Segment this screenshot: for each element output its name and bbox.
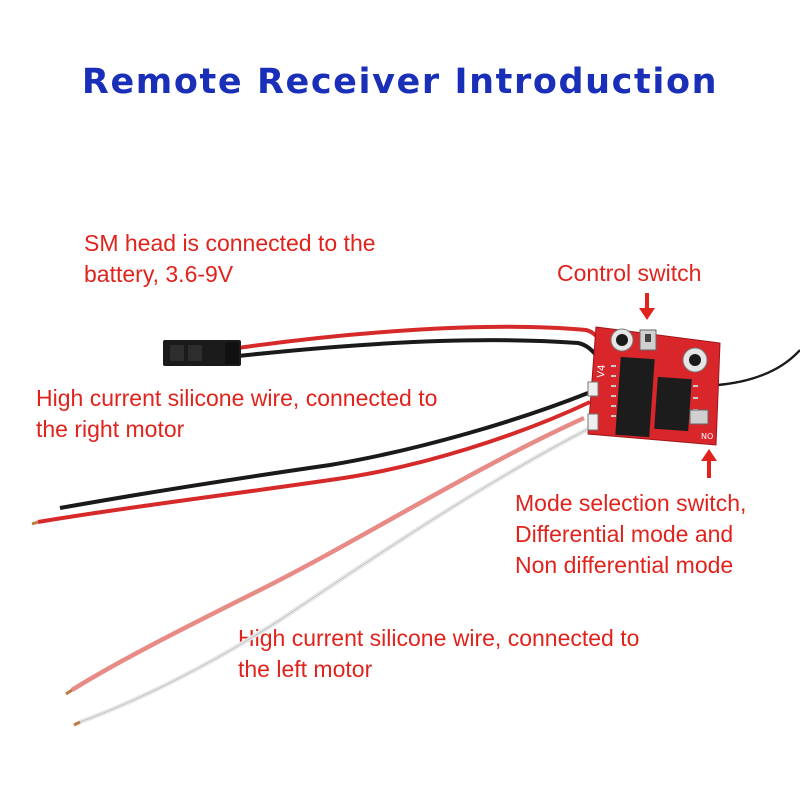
left-motor-pink-wire — [70, 415, 585, 692]
battery-red-wire — [237, 324, 604, 350]
mode-switch-annotation-line-3: Non differential mode — [515, 552, 734, 578]
mode-switch-arrow — [701, 449, 717, 478]
right-motor-annotation-line-2: the right motor — [36, 416, 185, 442]
battery-annotation: SM head is connected to the battery, 3.6… — [84, 228, 376, 290]
right-motor-black-wire — [59, 391, 589, 510]
mode-switch-annotation-line-2: Differential mode and — [515, 521, 734, 547]
battery-black-wire — [237, 338, 600, 360]
battery-annotation-line-2: battery, 3.6-9V — [84, 261, 234, 287]
mode-switch-annotation: Mode selection switch, Differential mode… — [515, 488, 746, 581]
page-title: Remote Receiver Introduction — [81, 62, 719, 102]
mode-switch-annotation-line-1: Mode selection switch, — [515, 490, 747, 516]
control-switch-arrow — [639, 293, 655, 320]
left-motor-annotation-line-1: High current silicone wire, connected to — [238, 625, 640, 651]
wire-tips — [31, 520, 81, 727]
board-version-label: V4 — [596, 364, 608, 378]
control-switch-annotation: Control switch — [557, 260, 702, 286]
battery-annotation-line-1: SM head is connected to the — [84, 230, 376, 256]
left-motor-annotation-line-2: the left motor — [238, 656, 373, 682]
antenna-wire — [717, 349, 800, 387]
left-motor-white-wire — [79, 426, 592, 725]
left-motor-annotation: High current silicone wire, connected to… — [238, 623, 639, 685]
right-motor-red-wire — [37, 400, 591, 524]
pcb-board: V4 NO — [587, 326, 721, 446]
right-motor-annotation: High current silicone wire, connected to… — [36, 383, 437, 445]
sm-connector — [163, 340, 241, 366]
board-no-label: NO — [701, 432, 713, 441]
right-motor-annotation-line-1: High current silicone wire, connected to — [36, 385, 438, 411]
